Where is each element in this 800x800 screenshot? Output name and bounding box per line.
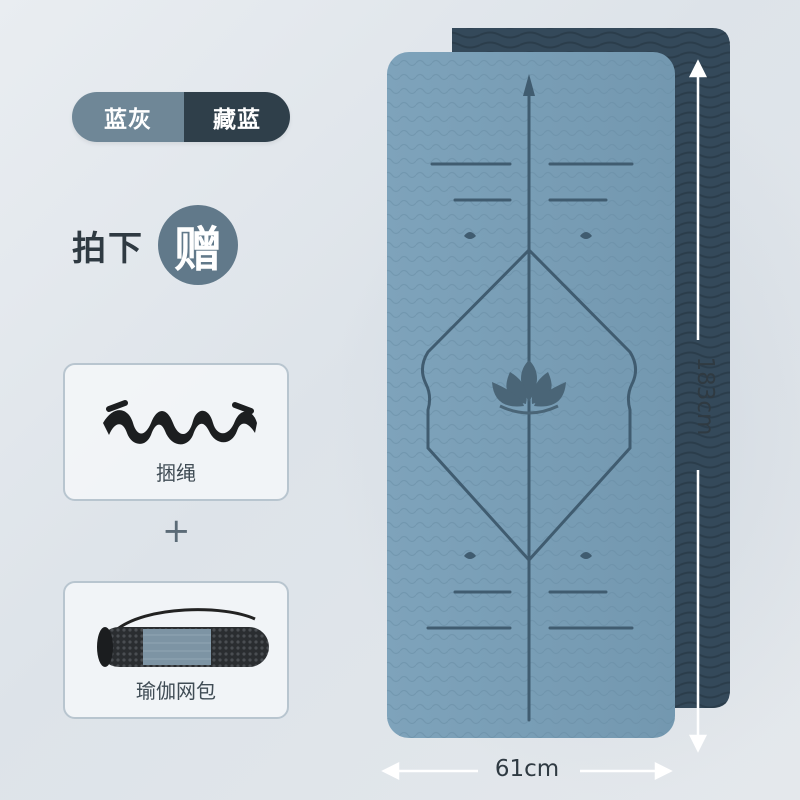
- width-arrow: [381, 761, 673, 781]
- strap-icon: [103, 400, 257, 445]
- color-option-navy[interactable]: 藏蓝: [184, 92, 290, 142]
- gift-heading: 拍下 赠: [72, 205, 238, 285]
- length-arrow: [688, 59, 708, 753]
- color-selector: 蓝灰 藏蓝: [72, 92, 290, 142]
- blue-grey-mat: [387, 52, 675, 738]
- width-label: 61cm: [494, 756, 560, 782]
- gift-card-mesh-bag: 瑜伽网包: [63, 581, 289, 719]
- gift-card-strap: 捆绳: [63, 363, 289, 501]
- gift-text: 拍下: [72, 228, 144, 269]
- gift-badge: 赠: [158, 205, 238, 285]
- color-option-blue-grey[interactable]: 蓝灰: [72, 92, 184, 142]
- lotus-logo-icon: [492, 360, 566, 415]
- gift-label-mesh-bag: 瑜伽网包: [136, 679, 216, 703]
- gift-label-strap: 捆绳: [156, 461, 196, 485]
- length-label: 183cm: [692, 356, 718, 436]
- mesh-bag-icon: [97, 608, 269, 667]
- plus-sign: +: [162, 511, 191, 551]
